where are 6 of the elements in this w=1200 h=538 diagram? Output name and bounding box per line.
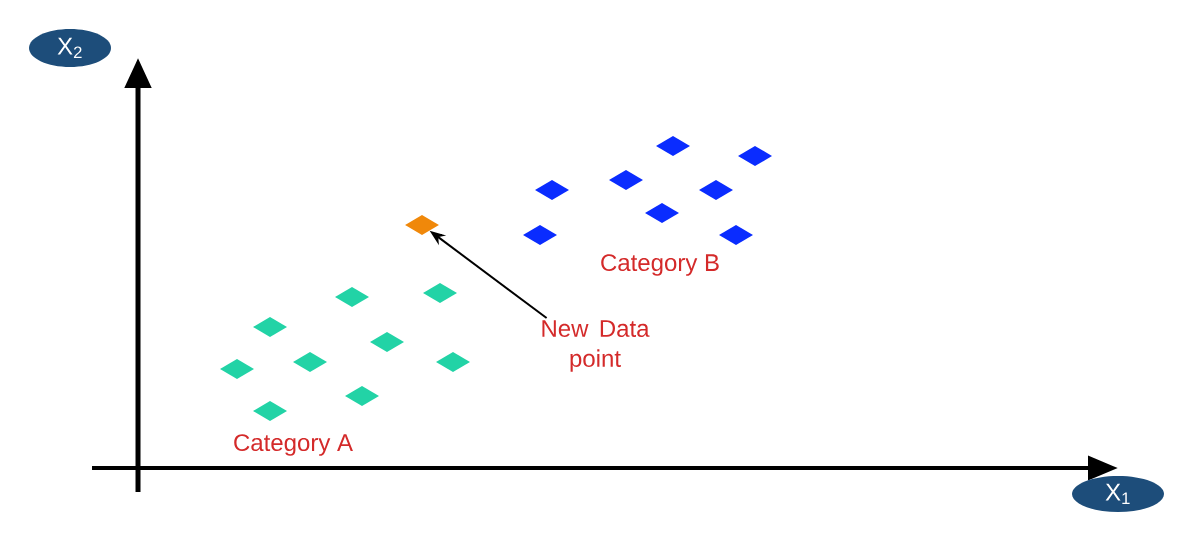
axis-label: X$_{1}$: [1072, 476, 1164, 512]
new-point-marker: [405, 215, 439, 235]
axis-label: X$_{2}$: [29, 29, 111, 67]
annotation-text: New Data point: [542, 320, 650, 372]
category-label: Category B: [601, 254, 719, 276]
category-label: Category A: [234, 434, 353, 456]
